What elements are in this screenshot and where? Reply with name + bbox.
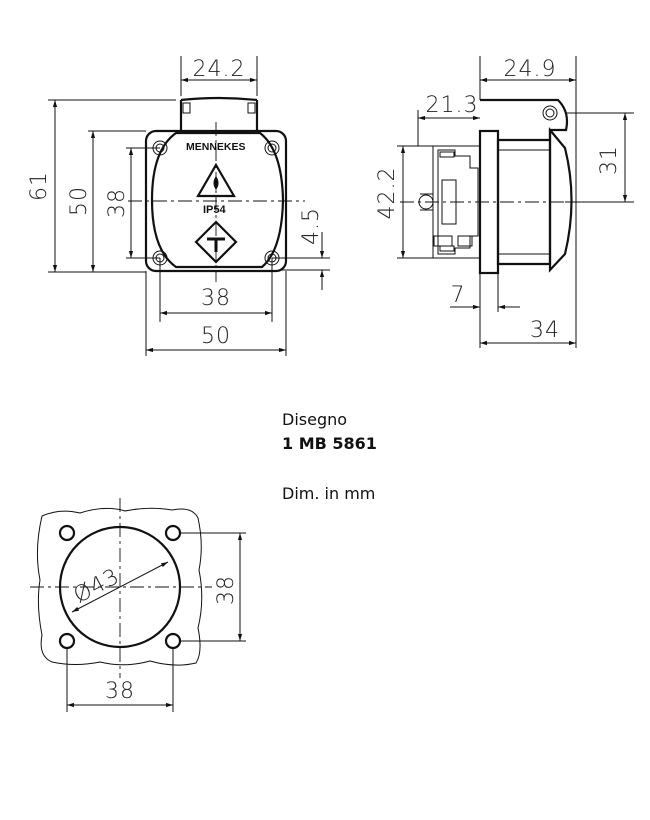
mount-hole [164,632,182,650]
warning-triangle-icon [196,162,236,198]
diamond-icon [194,220,238,264]
dim-hole-spacing-h: 38 [201,286,231,311]
dim-screw-offset: 4.5 [299,207,324,245]
dim-total-depth: 34 [530,318,560,343]
dim-cap-height: 31 [597,145,622,175]
mount-hole [58,632,76,650]
dim-hinge-width: 24.2 [193,57,246,82]
dim-depth-body: 21.3 [426,93,479,118]
hinge-pin [542,105,558,121]
mount-hole [164,524,182,542]
lid [150,131,285,269]
dim-hole-spacing-v: 38 [105,188,130,218]
panel-outline [36,507,203,666]
brand-logo: MENNEKES [186,141,246,153]
dim-depth-cap: 24.9 [504,57,557,82]
drawing-number: 1 MB 5861 [282,434,377,453]
dim-flange-thickness: 7 [451,283,466,308]
cutout-view: Ø43 38 38 [30,498,246,712]
dim-flange-height: 50 [67,186,92,216]
dim-total-height: 61 [27,171,52,201]
dim-cutout-diameter: Ø43 [70,564,124,609]
dim-cutout-spacing-h: 38 [105,679,135,704]
mount-hole [58,524,76,542]
dim-flange-width: 50 [201,324,231,349]
dim-cutout-spacing-v: 38 [214,575,239,605]
front-view: MENNEKES IP54 24.2 61 50 38 4.5 38 50 [27,56,330,356]
hinge [179,96,259,131]
side-view: 24.9 21.3 31 42.2 7 34 [375,56,634,348]
ip-rating: IP54 [203,204,227,216]
dim-body-height: 42.2 [375,167,400,220]
drawing-label: Disegno [282,410,348,429]
side-lid [548,126,573,273]
units-note: Dim. in mm [282,484,376,503]
